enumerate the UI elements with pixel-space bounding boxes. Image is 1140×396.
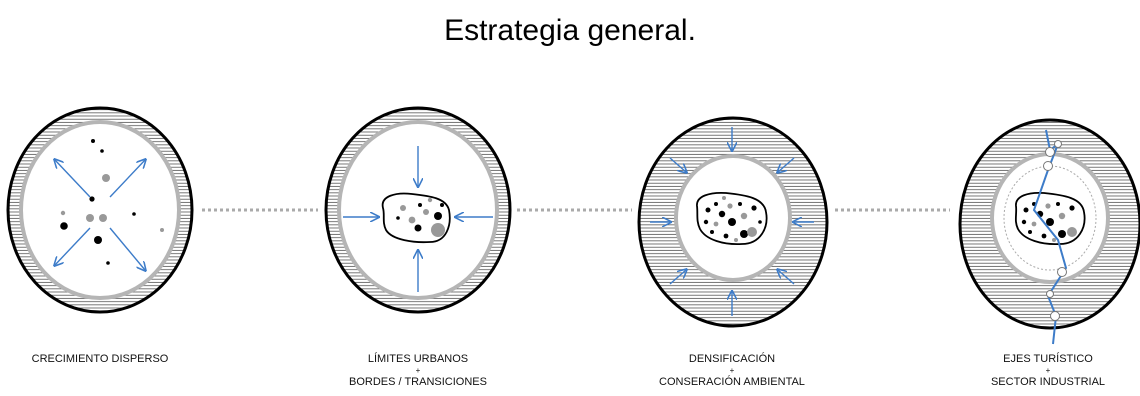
caption-ejes: EJES TURÍSTICO + SECTOR INDUSTRIAL [928, 352, 1140, 389]
caption-limites-line1: LÍMITES URBANOS [367, 353, 469, 365]
caption-densificacion: DENSIFICACIÓN + CONSERACIÓN AMBIENTAL [612, 352, 852, 389]
caption-disperso: CRECIMIENTO DISPERSO [0, 352, 220, 366]
tourist-axis [1032, 129, 1068, 345]
stage-ejes-icon [958, 118, 1140, 345]
caption-ejes-plus: + [1045, 366, 1051, 375]
inward-arrows [343, 146, 493, 292]
axis-nodes [1043, 140, 1067, 321]
caption-densificacion-line2: CONSERACIÓN AMBIENTAL [659, 376, 805, 388]
diagram-title: Estrategia general. [444, 14, 696, 47]
densification-arrows [650, 127, 814, 316]
caption-limites: LÍMITES URBANOS + BORDES / TRANSICIONES [298, 352, 538, 389]
caption-limites-line2: BORDES / TRANSICIONES [349, 376, 487, 388]
dispersed-dots [60, 139, 164, 265]
caption-ejes-line1: EJES TURÍSTICO [1003, 353, 1093, 365]
stage-densificacion-icon [637, 116, 829, 328]
caption-limites-plus: + [415, 366, 421, 375]
stage-disperso-icon [6, 106, 194, 314]
outward-arrows [55, 160, 145, 270]
caption-densificacion-line1: DENSIFICACIÓN [688, 353, 776, 365]
caption-disperso-line1: CRECIMIENTO DISPERSO [31, 353, 169, 365]
stage-limites-icon [324, 106, 512, 314]
caption-ejes-line2: SECTOR INDUSTRIAL [990, 376, 1106, 388]
buffer-ring [1003, 165, 1097, 271]
caption-densificacion-plus: + [729, 366, 735, 375]
